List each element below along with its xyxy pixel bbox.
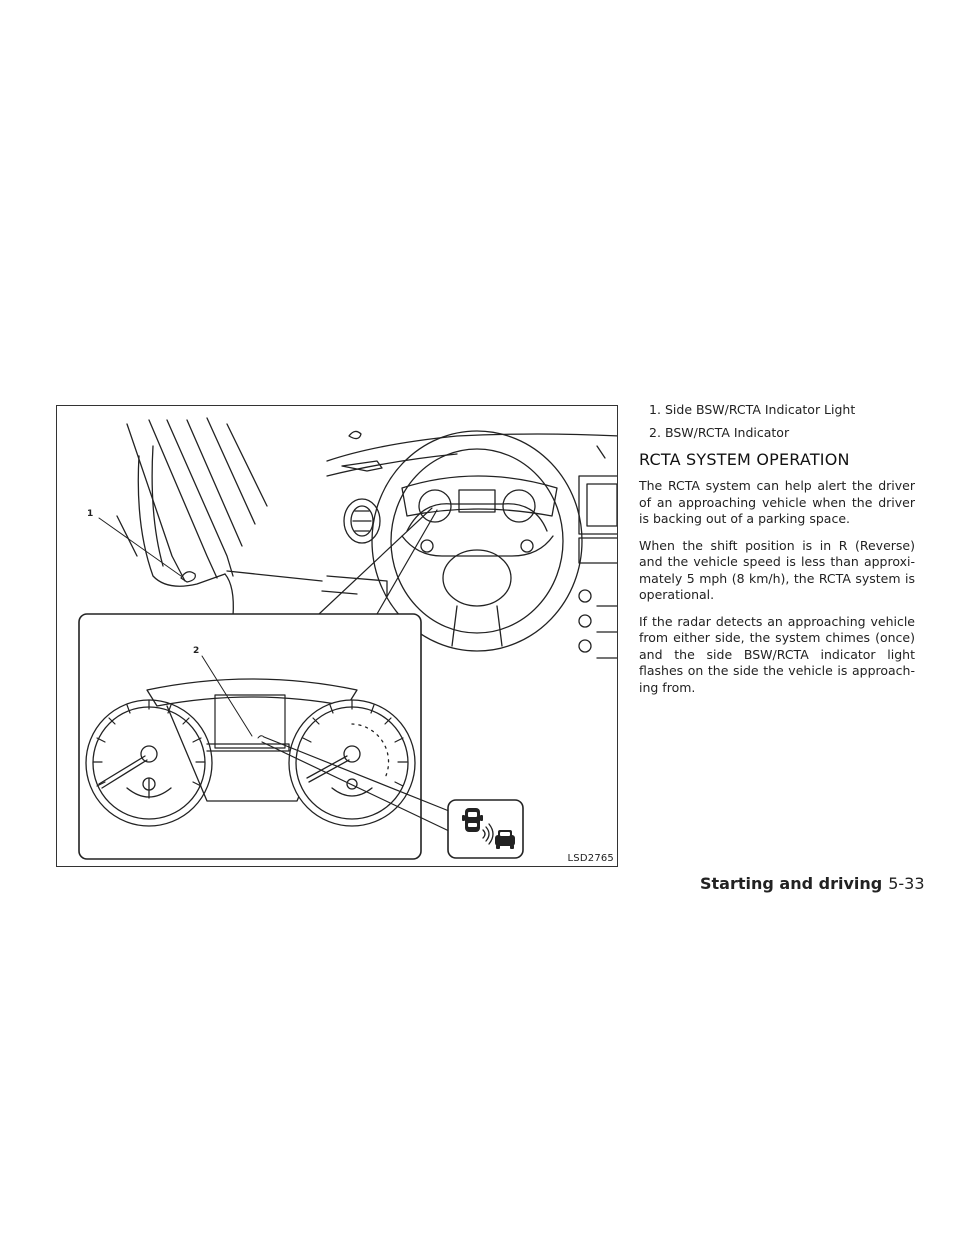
figure-code: LSD2765 [567, 853, 614, 864]
steering-wheel [371, 430, 583, 652]
callout-1-leader [98, 517, 182, 577]
zoom-leader-lines [318, 507, 438, 615]
a-pillar-lines [126, 417, 268, 582]
indicator-zoom-lines [261, 736, 450, 832]
legend-item-number: 2. [649, 425, 661, 440]
a-pillar-panel [116, 445, 234, 617]
cluster-hood [401, 475, 558, 523]
text-column: 1. Side BSW/RCTA Indicator Light 2. BSW/RC… [639, 402, 915, 706]
legend-item: 1. Side BSW/RCTA Indicator Light [649, 402, 915, 417]
legend-item-number: 1. [649, 402, 661, 417]
dashboard-top [326, 430, 617, 477]
dashboard-illustration: 1 [56, 405, 618, 867]
bsw-indicator-small-icon [257, 735, 265, 739]
bsw-rcta-indicator-enlarged [447, 799, 524, 859]
paragraph: If the radar detects an approaching vehi… [639, 613, 915, 695]
legend-item: 2. BSW/RCTA Indicator [649, 425, 915, 440]
side-indicator-light-icon [180, 571, 196, 583]
figure-legend: 1. Side BSW/RCTA Indicator Light 2. BSW/RC… [639, 402, 915, 440]
radar-waves-icon [482, 823, 494, 845]
paragraph: When the shift position is in R (Reverse… [639, 537, 915, 603]
callout-2-leader [201, 655, 253, 737]
bsw-rcta-icon [462, 808, 515, 849]
left-air-vent [343, 498, 381, 544]
paragraph: The RCTA system can help alert the drive… [639, 478, 915, 526]
speedometer [85, 699, 213, 827]
cluster-inset: 2 [78, 613, 422, 860]
legend-item-label: Side BSW/RCTA Indicator Light [665, 402, 856, 417]
section-title: RCTA SYSTEM OPERATION [639, 450, 850, 469]
page-number: 5-33 [888, 874, 925, 893]
callout-1-number: 1 [87, 509, 93, 519]
tachometer [288, 699, 416, 827]
lower-dashboard [226, 570, 388, 597]
callout-2-number: 2 [193, 646, 199, 656]
legend-item-label: BSW/RCTA Indicator [665, 425, 790, 440]
center-console [578, 475, 617, 659]
footer-section-name: Starting and driving [700, 874, 883, 893]
page-footer: Starting and driving 5-33 [700, 874, 925, 893]
